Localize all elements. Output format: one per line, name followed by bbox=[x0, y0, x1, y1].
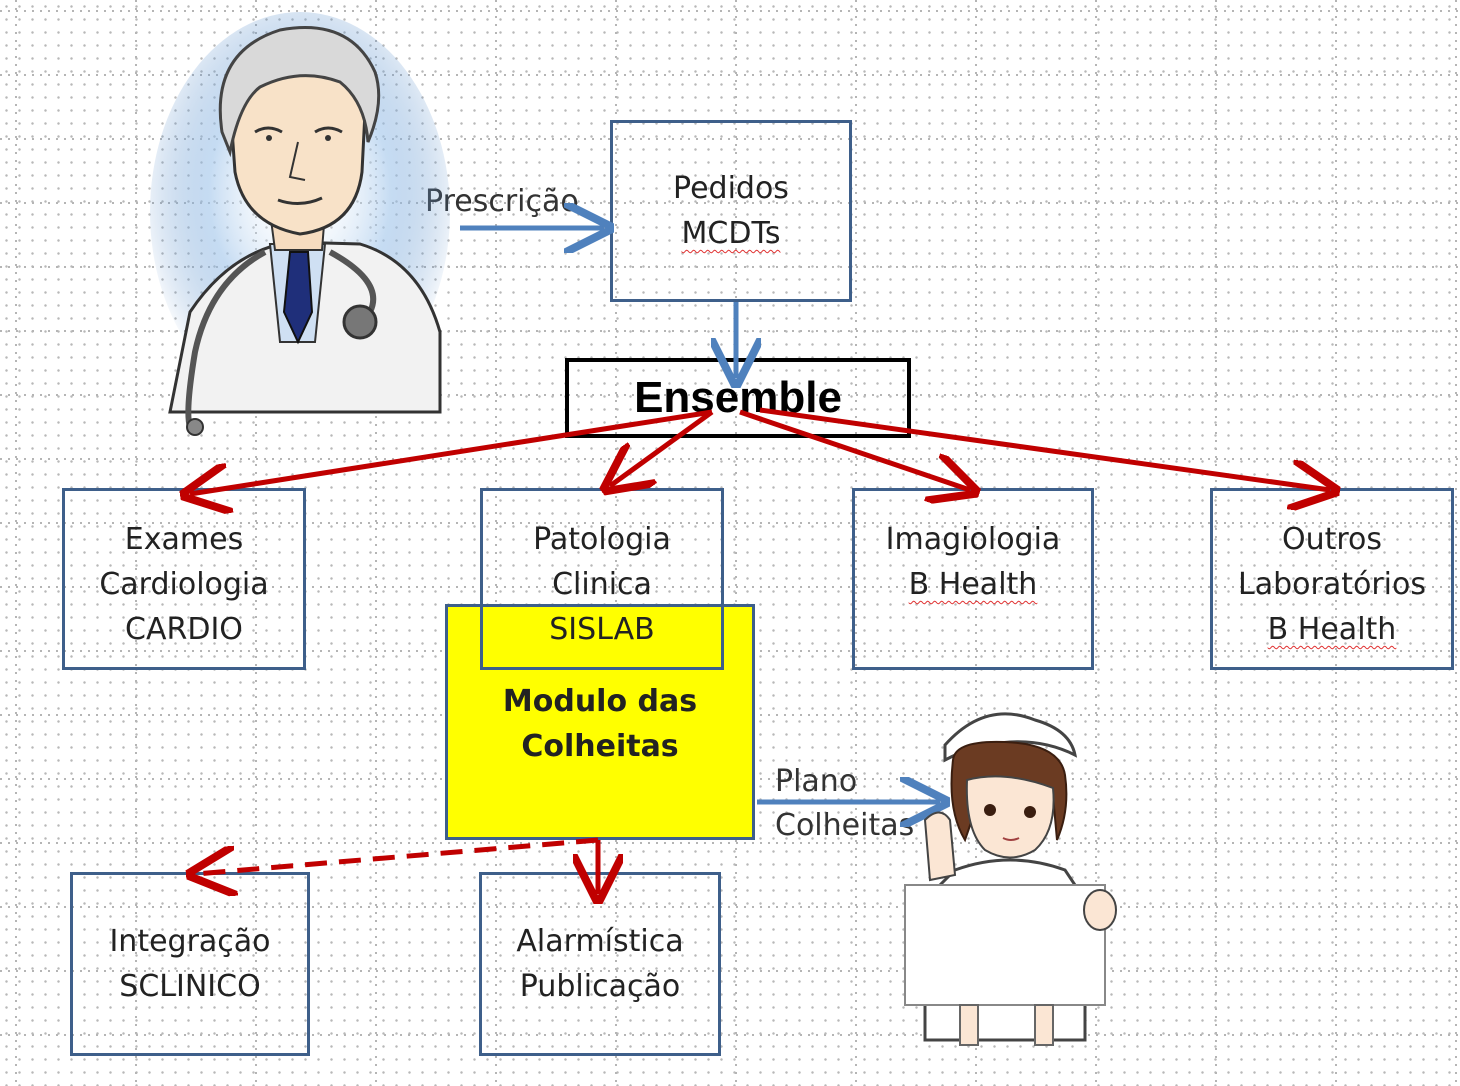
alarm-line1: Alarmística bbox=[516, 924, 684, 959]
alarm-line2: Publicação bbox=[519, 969, 681, 1004]
nurse-illustration bbox=[904, 712, 1117, 1046]
imagiologia-box: Imagiologia B Health bbox=[852, 488, 1094, 670]
patologia-line3: SISLAB bbox=[549, 612, 655, 647]
outros-line2: Laboratórios bbox=[1238, 567, 1426, 602]
pedidos-line2: MCDTs bbox=[681, 216, 781, 251]
integracao-line1: Integração bbox=[109, 924, 271, 959]
outros-line3: B Health bbox=[1267, 612, 1397, 647]
cardio-line1: Exames bbox=[124, 522, 244, 557]
ensemble-box: Ensemble bbox=[565, 358, 911, 438]
patologia-clinica-box: Patologia Clinica SISLAB bbox=[480, 488, 724, 670]
plano-label-line1: Plano bbox=[775, 764, 858, 799]
cardio-line3: CARDIO bbox=[125, 612, 243, 647]
pedidos-line1: Pedidos bbox=[673, 171, 789, 206]
modulo-line2: Colheitas bbox=[521, 729, 679, 764]
prescricao-label: Prescrição bbox=[425, 184, 579, 219]
doctor-illustration bbox=[150, 12, 450, 436]
integracao-sclinico-box: Integração SCLINICO bbox=[70, 872, 310, 1056]
plano-label-line2: Colheitas bbox=[775, 808, 915, 843]
patologia-line2: Clinica bbox=[552, 567, 652, 602]
plano-colheitas-label: Plano Colheitas bbox=[775, 760, 914, 848]
alarmistica-publicacao-box: Alarmística Publicação bbox=[479, 872, 721, 1056]
imagio-line1: Imagiologia bbox=[885, 522, 1061, 557]
pedidos-mcdts-box: Pedidos MCDTs bbox=[610, 120, 852, 302]
imagio-line2: B Health bbox=[908, 567, 1038, 602]
patologia-line1: Patologia bbox=[533, 522, 671, 557]
modulo-colheitas-box: Modulo das Colheitas bbox=[445, 604, 755, 840]
cardio-line2: Cardiologia bbox=[99, 567, 269, 602]
integracao-line2: SCLINICO bbox=[119, 969, 261, 1004]
cardiologia-box: Exames Cardiologia CARDIO bbox=[62, 488, 306, 670]
modulo-line1: Modulo das bbox=[502, 684, 698, 719]
outros-line1: Outros bbox=[1281, 522, 1383, 557]
outros-laboratorios-box: Outros Laboratórios B Health bbox=[1210, 488, 1454, 670]
